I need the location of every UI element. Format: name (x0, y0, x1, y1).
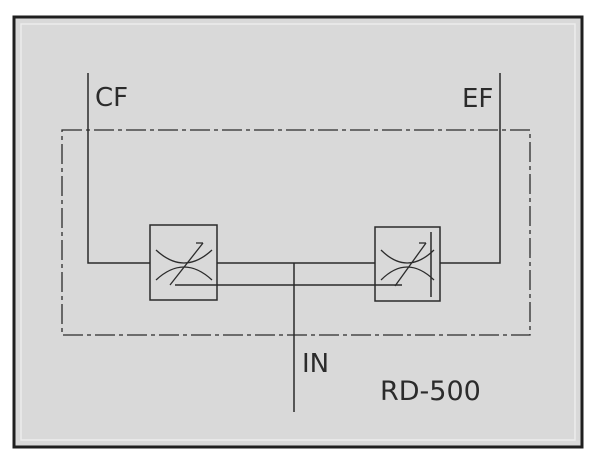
label-cf: CF (95, 83, 128, 113)
label-ef: EF (462, 84, 493, 114)
panel-inner-border (20, 23, 576, 441)
dashed-enclosure (61, 129, 531, 336)
label-in: IN (302, 349, 329, 379)
panel-border (12, 15, 584, 449)
ef-line (440, 73, 501, 264)
left-valve-icon (149, 224, 218, 301)
right-valve-icon (374, 226, 441, 302)
cf-line (87, 73, 150, 264)
model-label: RD-500 (380, 376, 481, 407)
